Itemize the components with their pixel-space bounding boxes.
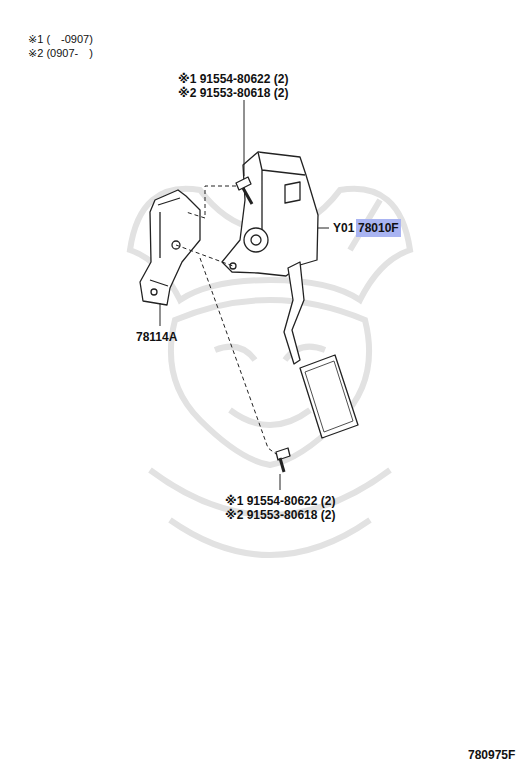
pedal-drawing [140, 152, 358, 472]
part-number: ※1 91554-80622 (2) [225, 494, 335, 508]
figure-number: 780975F [468, 748, 515, 762]
leader-lines [160, 100, 329, 490]
part-number: 78114A [136, 330, 177, 344]
part-number: Y01 [333, 221, 354, 235]
legend-note: ※1 ( -0907) [28, 32, 93, 46]
part-number: 78010F [356, 219, 401, 237]
part-number: ※2 91553-80618 (2) [225, 508, 335, 522]
part-number: ※2 91553-80618 (2) [178, 86, 288, 100]
highlight-box: 78010F [356, 219, 401, 237]
assembly-lines [176, 186, 276, 454]
part-number: ※1 91554-80622 (2) [178, 72, 288, 86]
legend-note: ※2 (0907- ) [28, 46, 93, 60]
